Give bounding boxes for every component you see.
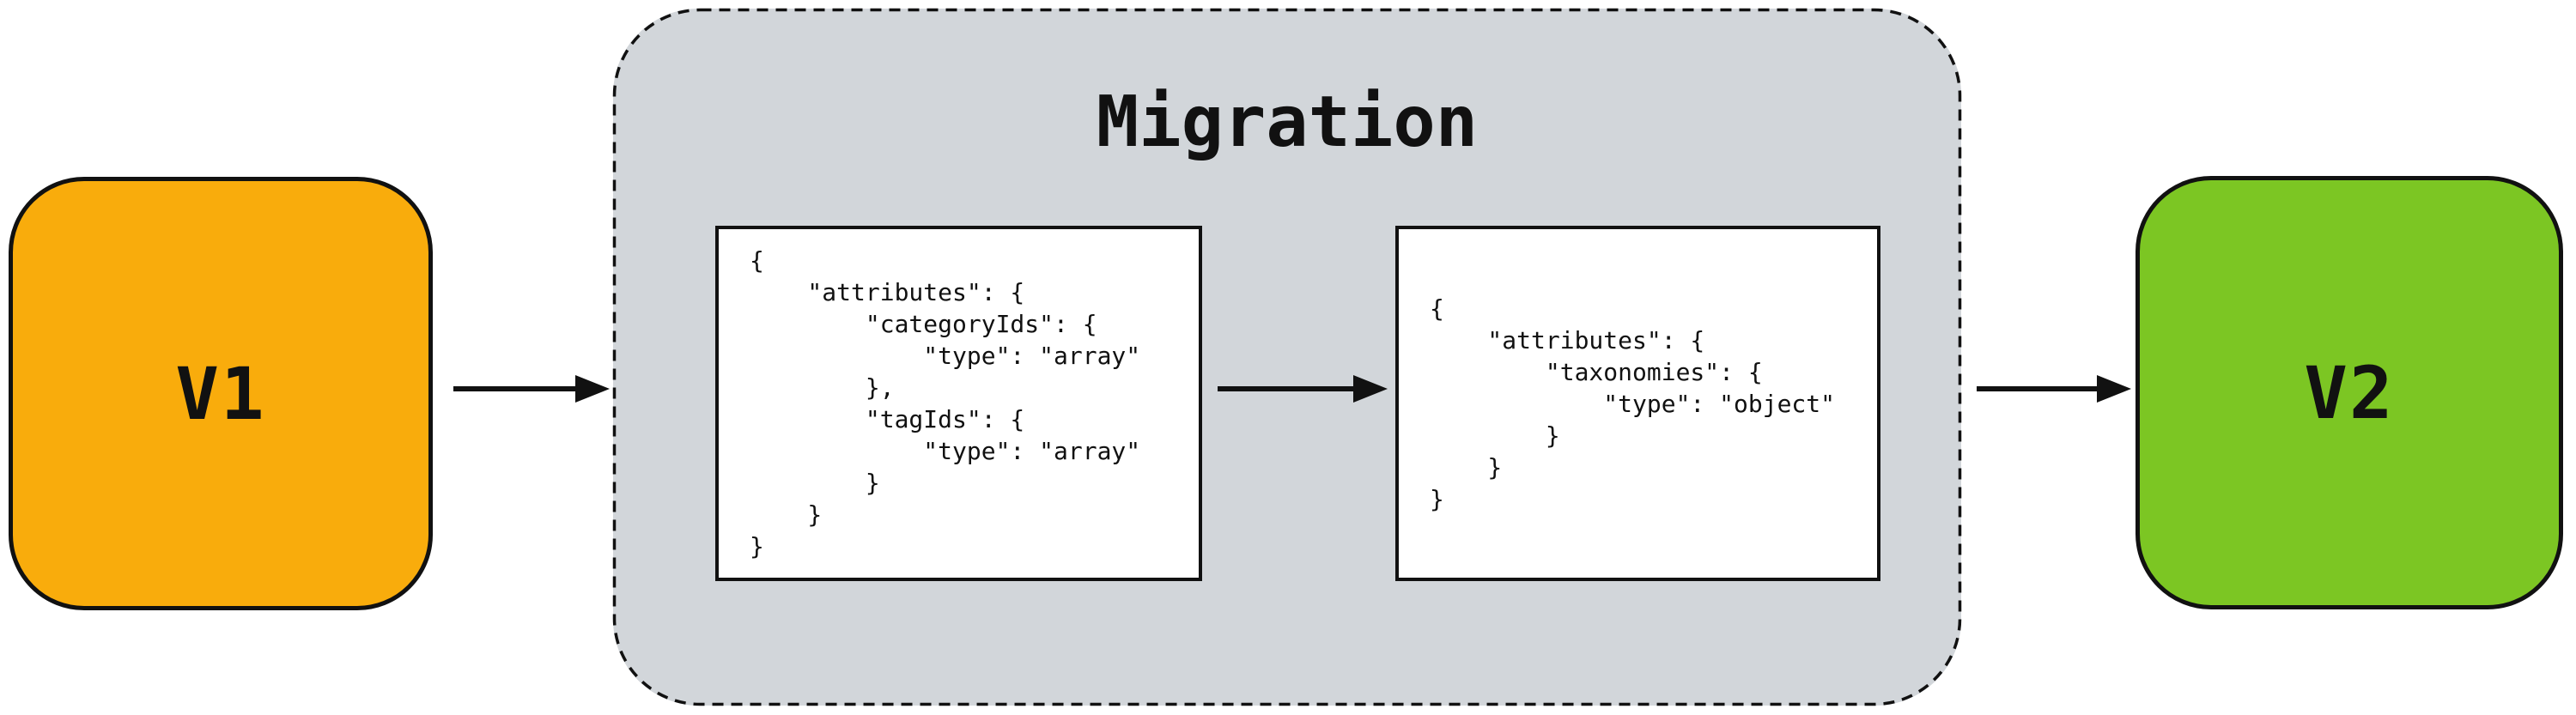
migration-title: Migration	[1096, 82, 1479, 163]
schema-code-v1: { "attributes": { "categoryIds": { "type…	[750, 246, 1141, 560]
node-v1-label: V1	[175, 351, 266, 436]
schema-code-v2: { "attributes": { "taxonomies": { "type"…	[1430, 294, 1836, 513]
schema-box-v2: { "attributes": { "taxonomies": { "type"…	[1395, 226, 1880, 581]
arrow-migration-to-v2-icon	[1977, 386, 2097, 391]
arrow-v1-to-migration-icon	[453, 386, 575, 391]
node-v2-label: V2	[2304, 350, 2395, 435]
migration-group: Migration { "attributes": { "categoryIds…	[613, 9, 1961, 706]
node-v1: V1	[9, 177, 433, 610]
schema-box-v1: { "attributes": { "categoryIds": { "type…	[715, 226, 1202, 581]
arrow-schema-v1-to-schema-v2-icon	[1218, 386, 1353, 391]
node-v2: V2	[2136, 176, 2563, 609]
